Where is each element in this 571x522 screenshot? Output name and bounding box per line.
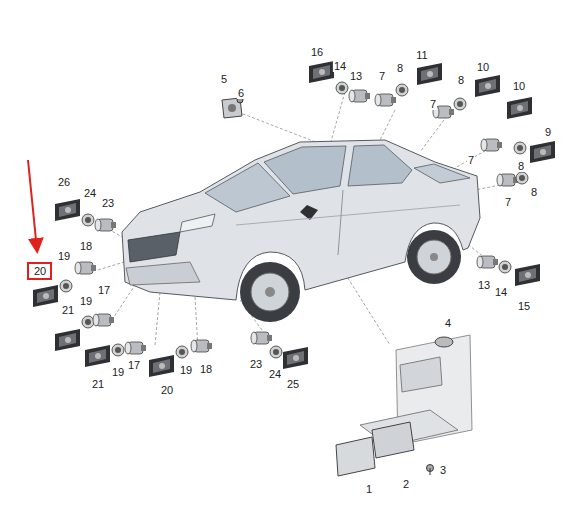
callout-number: 19 [111,366,125,378]
callout-number: 8 [517,160,525,172]
callout-number: 18 [79,240,93,252]
callout-number: 10 [476,61,490,73]
callout-number: 13 [349,70,363,82]
callout-number: 23 [101,197,115,209]
callout-number: 7 [504,196,512,208]
callout-number: 17 [127,359,141,371]
highlight-box: 20 [27,262,52,280]
callout-number: 16 [310,46,324,58]
callout-number: 3 [439,464,447,476]
callout-number: 17 [97,284,111,296]
callout-number: 10 [512,80,526,92]
callout-number: 15 [517,300,531,312]
callout-number: 9 [544,126,552,138]
callout-number: 4 [444,317,452,329]
callout-number: 11 [415,49,428,61]
callout-number: 21 [61,304,75,316]
callout-number: 26 [57,176,71,188]
callout-number: 14 [333,60,347,72]
callout-number: 7 [378,70,386,82]
callout-number: 19 [179,364,193,376]
callout-number: 8 [530,186,538,198]
callout-number: 7 [429,98,437,110]
callout-number: 20 [160,384,174,396]
callout-number: 13 [477,279,491,291]
callout-number: 23 [249,358,263,370]
callout-number: 14 [494,286,508,298]
callout-number: 8 [457,74,465,86]
callout-number: 19 [79,295,93,307]
callout-number: 21 [91,378,105,390]
callout-number: 5 [220,73,228,85]
callout-number: 24 [83,187,97,199]
callout-number: 1 [365,483,373,495]
callout-number: 7 [467,154,475,166]
callout-number: 6 [237,87,245,99]
callout-number: 19 [57,250,71,262]
callout-number: 18 [199,363,213,375]
callout-number: 24 [268,368,282,380]
callout-number: 8 [396,62,404,74]
callout-number: 20 [34,265,50,277]
callout-number: 25 [286,378,300,390]
callout-number: 2 [402,478,410,490]
